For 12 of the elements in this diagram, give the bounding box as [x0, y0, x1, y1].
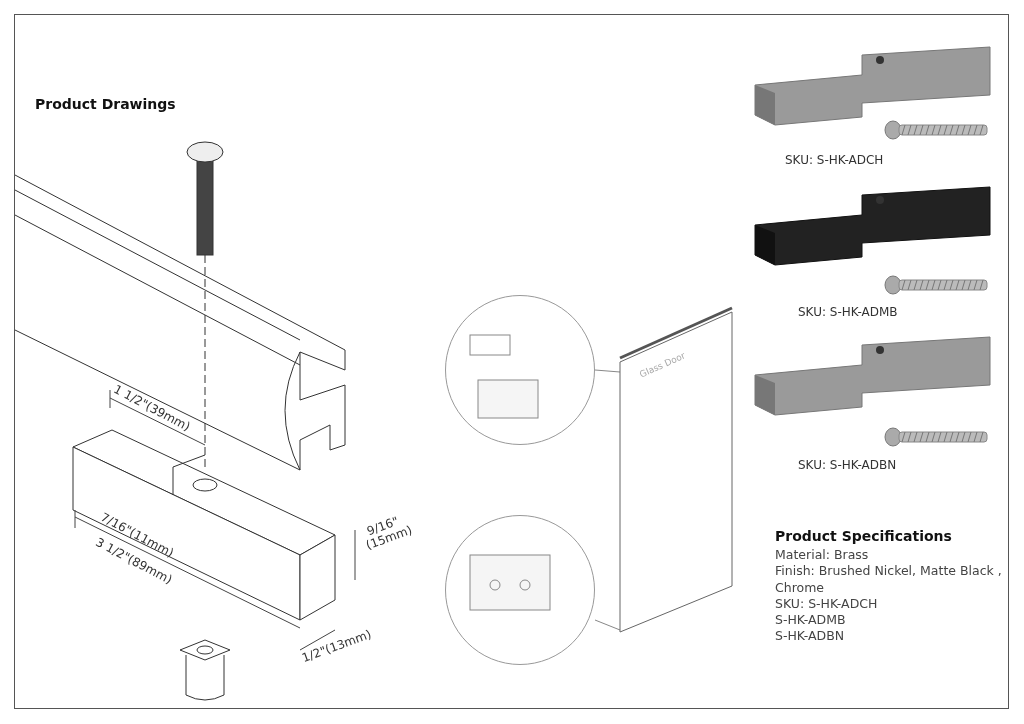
- spec-heading: Product Specifications: [775, 528, 953, 544]
- spec-line: Finish: Brushed Nickel, Matte Black , Chrome: [775, 563, 1003, 596]
- section-title: Product Drawings: [35, 96, 176, 112]
- sku-label: SKU: S-HK-ADBN: [798, 458, 897, 472]
- spec-line: S-HK-ADMB: [775, 612, 847, 629]
- sku-label: SKU: S-HK-ADCH: [785, 153, 884, 167]
- sku-label: SKU: S-HK-ADMB: [798, 305, 898, 319]
- leader-line: [594, 369, 621, 373]
- leader-line: [594, 619, 621, 631]
- spec-line: Material: Brass: [775, 547, 870, 564]
- spec-line: S-HK-ADBN: [775, 628, 846, 645]
- spec-line: SKU: S-HK-ADCH: [775, 595, 879, 612]
